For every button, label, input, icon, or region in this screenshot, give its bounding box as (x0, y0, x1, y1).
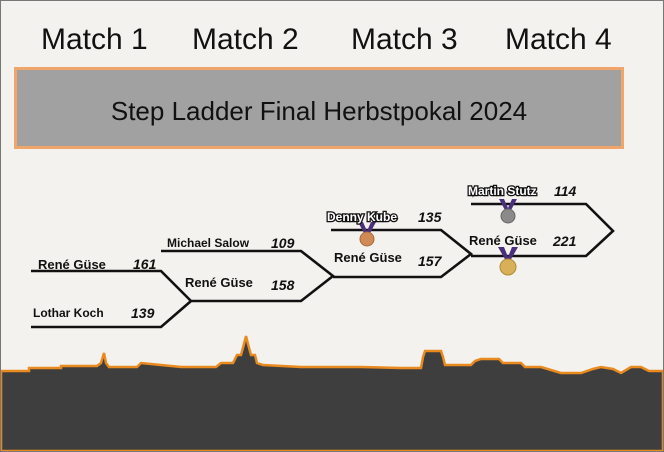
match-4-bottom-name: René Güse (469, 233, 537, 248)
match-4-top-score: 114 (554, 183, 577, 199)
match-1-bottom-name: Lothar Koch (33, 306, 104, 320)
match-1-top-name: René Güse (38, 257, 106, 272)
match-2-header: Match 2 (192, 23, 299, 56)
match-3-bottom-score: 157 (418, 253, 443, 269)
match-4-bottom-score: 221 (552, 233, 577, 249)
match-2-bottom-score: 158 (271, 277, 295, 293)
skyline-silhouette (1, 335, 663, 451)
match-4-top-name: Martin Stutz (468, 184, 537, 198)
match-3-top-name: Denny Kube (327, 210, 397, 224)
match-1-top-score: 161 (133, 256, 157, 272)
match-2-top-score: 109 (271, 235, 295, 251)
gold-medal-icon (498, 247, 518, 276)
silver-medal-icon (499, 199, 517, 224)
match-2-top-name: Michael Salow (167, 236, 250, 250)
match-3-top-score: 135 (418, 209, 442, 225)
match-4-header: Match 4 (505, 23, 612, 56)
match-1-bottom-score: 139 (131, 305, 155, 321)
match-2-bottom-name: René Güse (185, 275, 253, 290)
bronze-medal-icon (358, 222, 376, 247)
match-4-bracket (471, 202, 615, 258)
match-1-header: Match 1 (41, 23, 148, 56)
title-text: Step Ladder Final Herbstpokal 2024 (110, 96, 528, 126)
title-banner: Step Ladder Final Herbstpokal 2024 (14, 67, 624, 149)
match-3-bottom-name: René Güse (334, 250, 402, 265)
match-3-bracket (331, 228, 474, 279)
match-3-header: Match 3 (351, 23, 458, 56)
